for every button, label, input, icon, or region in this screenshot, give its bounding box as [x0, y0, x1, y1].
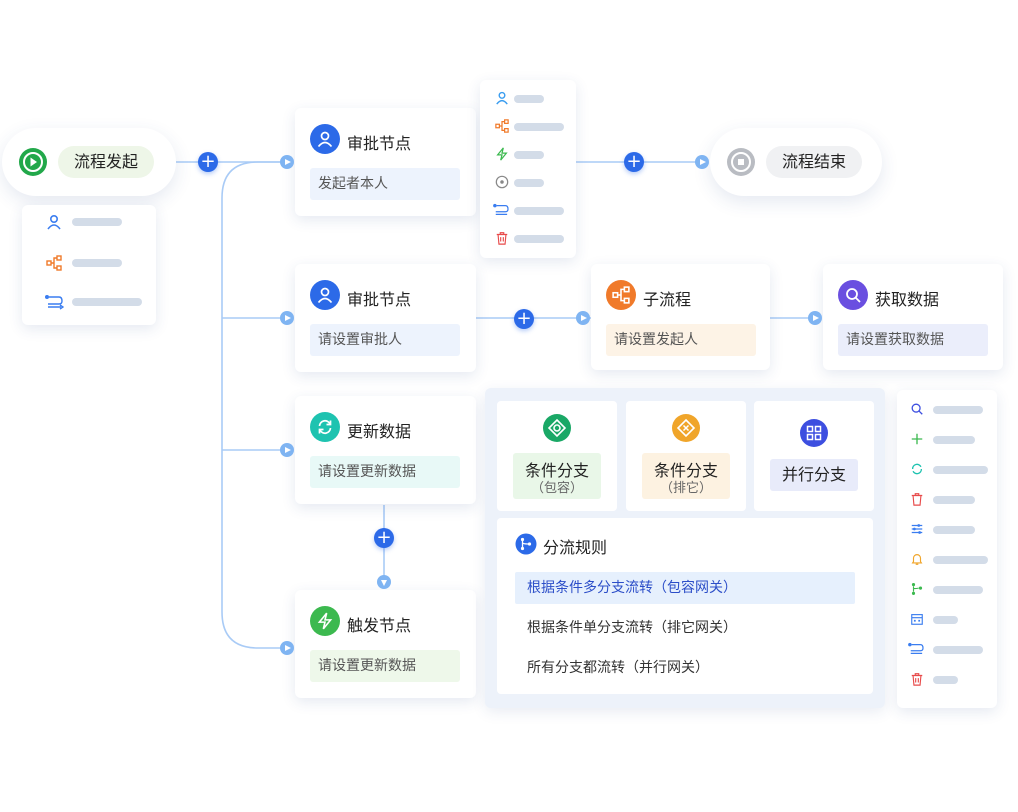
- route-icon[interactable]: [907, 642, 925, 658]
- subprocess-icon: [606, 280, 636, 310]
- node-title: 审批节点: [347, 134, 412, 153]
- trash-icon[interactable]: [909, 672, 925, 688]
- node-subtitle[interactable]: 请设置更新数据: [310, 650, 460, 682]
- approval-node-2[interactable]: 审批节点 请设置审批人: [295, 264, 476, 372]
- flow-arrow-icon: [280, 641, 294, 655]
- gateway-panel: 条件分支 （包容） 条件分支 （排它） 并行分支 分流规则 根据条件多分支流转（…: [485, 388, 885, 708]
- diamond-icon: [542, 413, 572, 443]
- node-title: 触发节点: [347, 616, 412, 635]
- add-node-button[interactable]: +: [198, 152, 218, 172]
- diamond-x-icon: [671, 413, 701, 443]
- node-subtitle[interactable]: 发起者本人: [310, 168, 460, 200]
- bell-icon[interactable]: [909, 552, 925, 568]
- rule-parallel[interactable]: 所有分支都流转（并行网关）: [527, 660, 709, 676]
- flow-arrow-icon: [808, 311, 822, 325]
- user-icon[interactable]: [494, 91, 510, 107]
- user-icon: [310, 124, 340, 154]
- node-title: 获取数据: [875, 290, 940, 309]
- node-title: 审批节点: [347, 290, 412, 309]
- refresh-icon[interactable]: [909, 462, 925, 478]
- play-circle-icon: [18, 147, 48, 177]
- add-node-button[interactable]: +: [624, 152, 644, 172]
- lightning-icon: [310, 606, 340, 636]
- refresh-icon: [310, 412, 340, 442]
- flow-arrow-icon: [576, 311, 590, 325]
- gateway-exclusive[interactable]: 条件分支 （排它）: [626, 401, 746, 511]
- gateway-label: 条件分支: [524, 461, 589, 480]
- stop-icon[interactable]: [494, 175, 510, 191]
- subprocess-icon[interactable]: [46, 255, 62, 271]
- branch-icon: [515, 533, 537, 555]
- gateway-parallel[interactable]: 并行分支: [754, 401, 874, 511]
- approval-node-1[interactable]: 审批节点 发起者本人: [295, 108, 476, 216]
- node-subtitle[interactable]: 请设置获取数据: [838, 324, 988, 356]
- start-label: 流程发起: [58, 146, 154, 178]
- calendar-icon[interactable]: [909, 612, 925, 628]
- stop-circle-icon: [726, 147, 756, 177]
- right-toolbar: [897, 390, 997, 708]
- grid-icon: [799, 418, 829, 448]
- gateway-inclusive[interactable]: 条件分支 （包容）: [497, 401, 617, 511]
- node-subtitle[interactable]: 请设置更新数据: [310, 456, 460, 488]
- subprocess-node[interactable]: 子流程 请设置发起人: [591, 264, 770, 370]
- routing-rules-card: 分流规则 根据条件多分支流转（包容网关） 根据条件单分支流转（排它网关） 所有分…: [497, 518, 873, 694]
- flow-arrow-icon: [280, 155, 294, 169]
- node-title: 更新数据: [347, 422, 412, 441]
- sliders-icon[interactable]: [909, 522, 925, 538]
- end-node[interactable]: 流程结束: [710, 128, 882, 196]
- fetch-data-node[interactable]: 获取数据 请设置获取数据: [823, 264, 1003, 370]
- branch-icon[interactable]: [909, 582, 925, 598]
- flow-arrow-icon: [280, 443, 294, 457]
- add-node-button[interactable]: +: [514, 309, 534, 329]
- gateway-note: （排它）: [659, 481, 712, 496]
- rule-inclusive[interactable]: 根据条件多分支流转（包容网关）: [515, 572, 855, 604]
- user-icon[interactable]: [46, 214, 62, 230]
- node-type-menu-top: [480, 80, 576, 258]
- rules-title: 分流规则: [543, 538, 608, 557]
- update-data-node[interactable]: 更新数据 请设置更新数据: [295, 396, 476, 504]
- route-icon[interactable]: [44, 294, 65, 310]
- node-subtitle[interactable]: 请设置审批人: [310, 324, 460, 356]
- rule-exclusive[interactable]: 根据条件单分支流转（排它网关）: [527, 620, 737, 636]
- flow-arrow-icon: [280, 311, 294, 325]
- gateway-note: （包容）: [530, 481, 583, 496]
- route-icon[interactable]: [492, 203, 510, 219]
- user-icon: [310, 280, 340, 310]
- plus-icon[interactable]: [909, 432, 925, 448]
- add-node-button[interactable]: +: [374, 528, 394, 548]
- node-type-menu-left: [22, 205, 156, 325]
- start-node[interactable]: 流程发起: [2, 128, 176, 196]
- node-subtitle[interactable]: 请设置发起人: [606, 324, 756, 356]
- search-icon: [838, 280, 868, 310]
- end-label: 流程结束: [766, 146, 862, 178]
- trigger-node[interactable]: 触发节点 请设置更新数据: [295, 590, 476, 698]
- search-icon[interactable]: [909, 402, 925, 418]
- node-title: 子流程: [643, 290, 692, 309]
- trash-icon[interactable]: [909, 492, 925, 508]
- lightning-icon[interactable]: [494, 147, 510, 163]
- gateway-label: 条件分支: [653, 461, 718, 480]
- flow-arrow-down-icon: [377, 575, 391, 589]
- trash-icon[interactable]: [494, 231, 510, 247]
- flow-arrow-icon: [695, 155, 709, 169]
- gateway-label: 并行分支: [770, 459, 858, 491]
- subprocess-icon[interactable]: [494, 119, 510, 135]
